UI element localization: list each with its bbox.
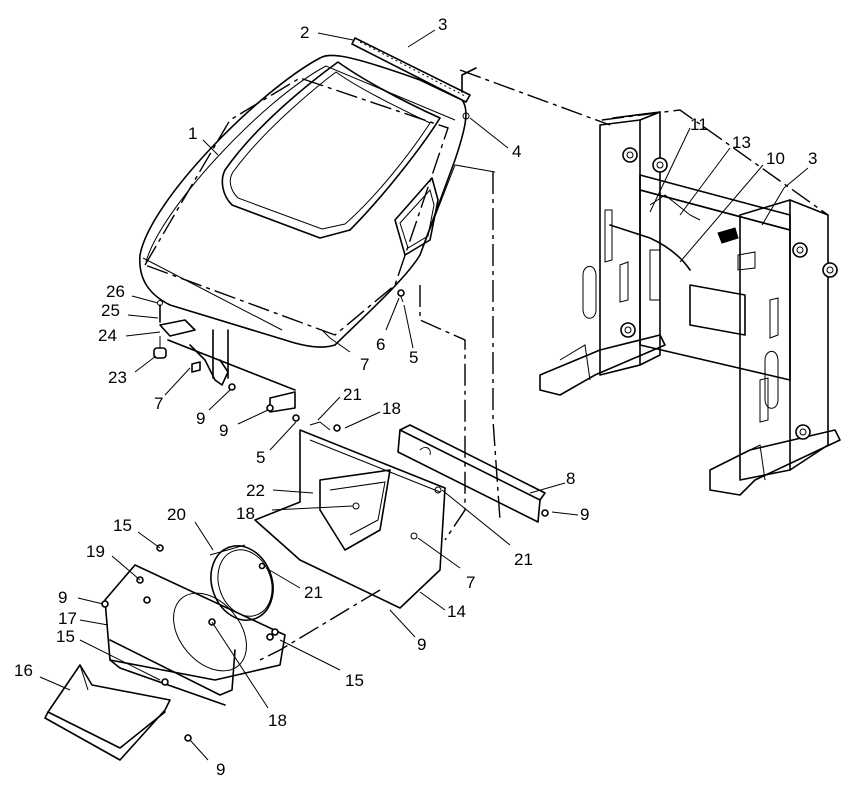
assembly-path-c [419,285,466,541]
callout-9-lower-middle: 9 [417,635,426,654]
callout-17: 17 [58,609,77,628]
callout-21-middle: 21 [514,550,533,569]
callout-23: 23 [108,368,127,387]
callout-9-latch-left: 9 [196,409,205,428]
callout-14: 14 [447,602,466,621]
callout-9-latch-right: 9 [219,421,228,440]
callout-1: 1 [188,124,197,143]
latch-assembly [153,289,405,422]
callout-3-right: 3 [808,149,817,168]
shroud-plate [254,421,446,609]
callout-9-bottom: 9 [216,760,225,779]
seal-strip [351,37,471,103]
callout-6: 6 [376,335,385,354]
callout-9-left: 9 [58,588,67,607]
callout-7-hood: 7 [360,355,369,374]
callout-5-upper: 5 [409,348,418,367]
callout-16: 16 [14,661,33,680]
flange-plate [101,544,286,706]
callout-15-right: 15 [345,671,364,690]
callout-24: 24 [98,326,117,345]
assembly-path-a [492,172,501,521]
angle-bracket [397,424,549,523]
callout-20: 20 [167,505,186,524]
callout-13: 13 [732,133,751,152]
callout-21-top: 21 [343,385,362,404]
callout-18-top: 18 [382,399,401,418]
duct-ring [209,544,274,621]
callout-18-bottom: 18 [268,711,287,730]
callout-15-top: 15 [113,516,132,535]
mounting-frame [539,109,841,496]
callouts: 2 3 1 4 11 13 10 3 26 25 24 23 [14,15,817,779]
hood-cover [139,54,496,348]
callout-3-top: 3 [438,15,447,34]
assembly-path-b [459,69,611,126]
callout-21-lower: 21 [304,583,323,602]
assembly-path-d [259,589,381,661]
callout-5-lower: 5 [256,448,265,467]
callout-10: 10 [766,149,785,168]
top-bracket [461,67,477,120]
bottom-tray [44,664,192,761]
callout-15-middle: 15 [56,627,75,646]
callout-4: 4 [512,142,521,161]
callout-7-latch: 7 [154,394,163,413]
callout-18-middle: 18 [236,504,255,523]
callout-7-middle: 7 [466,573,475,592]
callout-22: 22 [246,481,265,500]
callout-25: 25 [101,301,120,320]
callout-8: 8 [566,469,575,488]
callout-19: 19 [86,542,105,561]
callout-26: 26 [106,282,125,301]
callout-9-bracket: 9 [580,505,589,524]
callout-2: 2 [300,23,309,42]
callout-11: 11 [690,115,708,134]
